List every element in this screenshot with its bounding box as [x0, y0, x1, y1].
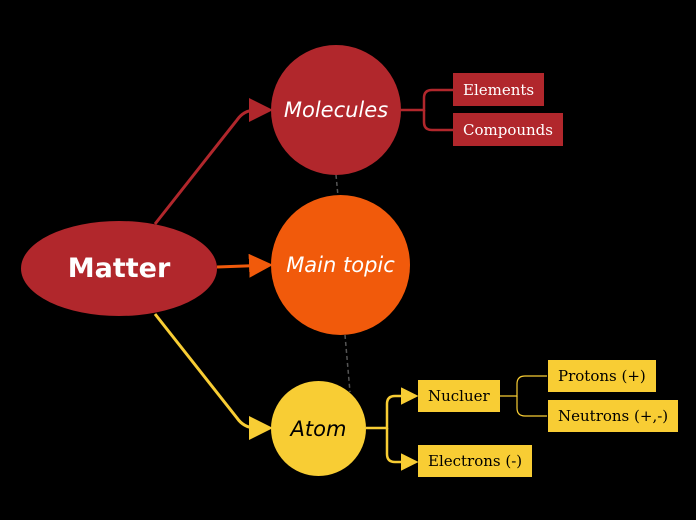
- branch-nucleus-neutrons: [516, 396, 547, 417]
- subtopic-label: Elements: [463, 80, 535, 99]
- root-node-matter[interactable]: Matter: [21, 221, 217, 316]
- subtopic-label: Compounds: [463, 120, 553, 139]
- branch-matter-molecules: [153, 98, 273, 225]
- topic-label-main-topic: Main topic: [286, 253, 395, 277]
- branch-atom-nucleus: [366, 387, 419, 430]
- subtopic-protons[interactable]: Protons (+): [548, 360, 656, 392]
- topic-label-molecules: Molecules: [283, 98, 389, 122]
- subtopic-label: Electrons (-): [428, 452, 523, 470]
- subtopic-electrons[interactable]: Electrons (-): [418, 445, 533, 477]
- topic-label-atom: Atom: [290, 416, 347, 441]
- subtopic-compounds[interactable]: Compounds: [453, 113, 563, 146]
- dashed-link-molecules-main: [335, 174, 339, 197]
- branch-nucleus-protons: [496, 375, 547, 397]
- subtopic-label: Nucluer: [428, 387, 490, 405]
- dashed-link-main-atom: [344, 334, 351, 393]
- topic-node-molecules[interactable]: Molecules: [271, 45, 401, 175]
- subtopic-nucleus[interactable]: Nucluer: [418, 380, 500, 412]
- branch-molecules-compounds: [422, 110, 453, 132]
- branch-molecules-elements: [401, 88, 453, 112]
- subtopic-label: Neutrons (+,-): [558, 407, 669, 425]
- branch-matter-atom: [153, 313, 273, 440]
- topic-node-main-topic[interactable]: Main topic: [271, 195, 410, 335]
- subtopic-neutrons[interactable]: Neutrons (+,-): [548, 400, 679, 432]
- branch-matter-main-topic: [216, 253, 273, 278]
- branch-atom-electrons: [385, 428, 419, 471]
- root-label: Matter: [67, 253, 171, 284]
- subtopic-elements[interactable]: Elements: [453, 73, 545, 106]
- topic-node-atom[interactable]: Atom: [271, 381, 366, 476]
- subtopic-label: Protons (+): [558, 367, 646, 385]
